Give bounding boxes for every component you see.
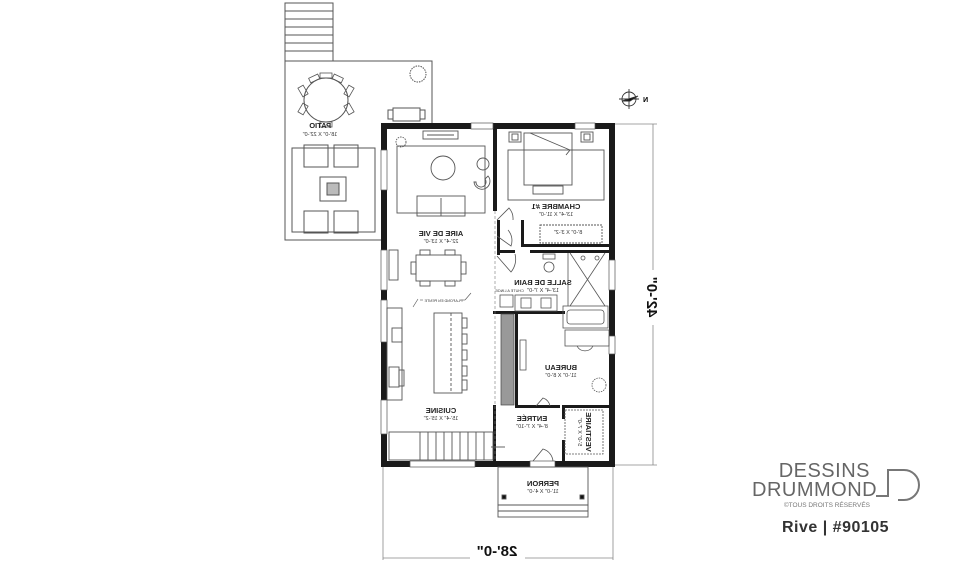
brand-copyright: ©TOUS DROITS RÉSERVÉS: [783, 502, 870, 509]
north-arrow-icon: [619, 89, 639, 109]
bathroom-fixtures: [499, 252, 609, 329]
office-furniture: [519, 329, 610, 455]
chambre-size: 13'-4" X 11'-0": [539, 212, 573, 218]
entree-size: 8'-4" X 7'-10": [516, 424, 548, 430]
brand-logo: DESSINS DRUMMOND ©TOUS DROITS RÉSERVÉS R…: [752, 460, 922, 542]
vestiaire-size: 5'-0" X 7'-0": [576, 418, 582, 447]
chambre-label: CHAMBRE #1: [532, 202, 581, 211]
vestiaire-label: VESTIAIRE: [584, 412, 593, 452]
windows: [380, 122, 616, 468]
cuisine-size: 15'-4" X 15'-2": [424, 416, 459, 422]
width-dimension: 28'-0": [477, 543, 518, 560]
depth-dimension: 42'-0": [643, 277, 660, 318]
cuisine-label: CUISINE: [426, 406, 456, 415]
dimension-lines: [382, 123, 657, 560]
chute-label: CHUTE A LINGE: [495, 289, 524, 293]
drummond-d-logo-icon: [876, 469, 920, 501]
bureau-size: 11'-0" X 8'-0": [545, 373, 576, 379]
kitchen-furniture: [386, 307, 505, 461]
bedroom-furniture: [507, 131, 605, 244]
model-name: Rive | #90105: [782, 519, 890, 536]
patio-size: 18'-0" X 22'-0": [303, 132, 338, 138]
patio-area: [284, 2, 433, 241]
north-label: N: [643, 97, 648, 104]
entree-label: ENTRÉE: [517, 414, 547, 423]
walk-in-size: 8'-0" X 3'-2": [554, 230, 583, 236]
perron-size: 11'-0" X 4'-0": [527, 489, 558, 495]
perron-label: PERRON: [527, 479, 559, 488]
ceiling-note: PLAFOND EN PENTE: [424, 299, 462, 303]
porch: [497, 466, 589, 518]
patio-label: PATIO: [309, 121, 331, 130]
salle-de-bain-size: 13'-4" X 7'-0": [527, 288, 559, 294]
exterior-walls: [381, 123, 615, 467]
sloped-ceiling-note: [412, 292, 472, 308]
closet-shelving: [500, 313, 515, 406]
living-furniture: [388, 130, 491, 287]
brand-line-1: DESSINS: [778, 460, 870, 482]
aire-de-vie-label: AIRE DE VIE: [419, 229, 464, 238]
brand-line-2: DRUMMOND: [752, 479, 878, 501]
doors: [496, 207, 554, 462]
aire-de-vie-size: 22'-4" X 13'-0": [424, 239, 459, 245]
bureau-label: BUREAU: [545, 363, 577, 372]
salle-de-bain-label: SALLE DE BAIN: [514, 278, 572, 287]
